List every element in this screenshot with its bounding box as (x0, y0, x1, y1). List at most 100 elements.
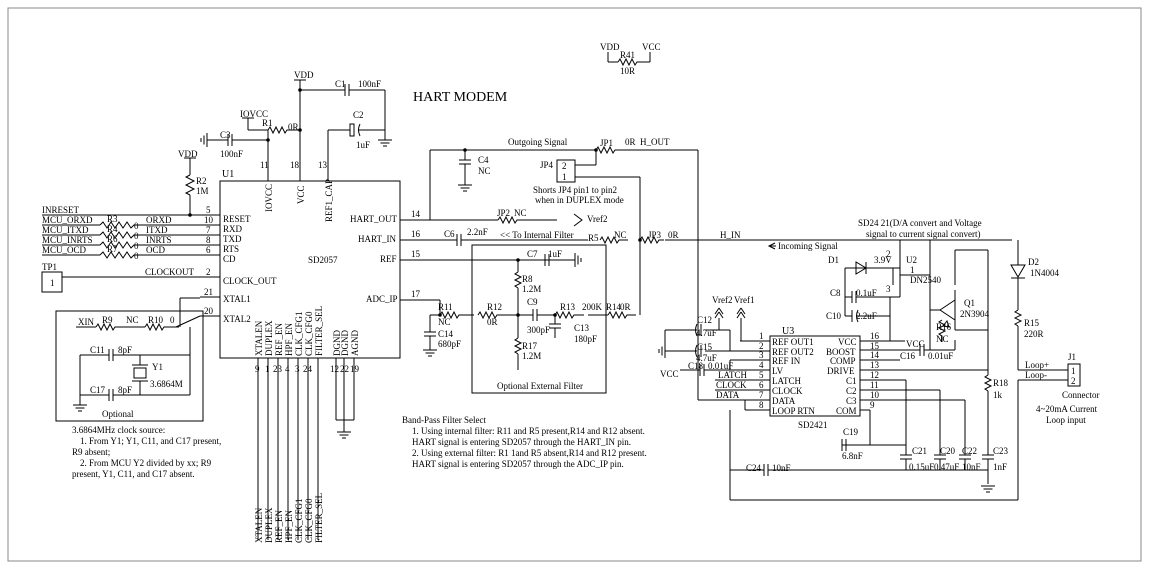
u1-pin-label: HART_IN (358, 234, 396, 244)
jp3-value: 0R (668, 230, 679, 240)
u2-value: DN2540 (910, 275, 941, 285)
net-label: CLK_CFG1 (294, 498, 304, 543)
net-label: Loop- (1025, 370, 1047, 380)
c22-value: 10nF (962, 462, 981, 472)
u3-pin-label: REF IN (772, 356, 801, 366)
c20-value: 0.47uF (934, 462, 959, 472)
net-label: MCU_ORXD (42, 215, 93, 225)
u3-pin-num: 13 (870, 360, 880, 370)
u3-pin-label: REF OUT1 (772, 337, 814, 347)
u3-pin-label: REF OUT2 (772, 347, 814, 357)
r5-value: NC (614, 230, 627, 240)
c1-ref: C1 (335, 79, 346, 89)
u3-name: SD2421 (798, 420, 828, 430)
u1-pin-num: 19 (350, 364, 360, 374)
c17-ref: C17 (90, 385, 106, 395)
u3-pin-label: COM (836, 406, 857, 416)
u3-pin-label: LV (772, 366, 784, 376)
u1-pin-num: 13 (318, 160, 328, 170)
d1-ref: D1 (828, 255, 839, 265)
j1-pin: 2 (1071, 376, 1076, 386)
c9-ref: C9 (527, 297, 538, 307)
u3-pin-num: 2 (759, 341, 764, 351)
u3-pin-label: DRIVE (827, 366, 855, 376)
u1-pin-num: 7 (206, 225, 211, 235)
net-label: Vref2 (712, 295, 732, 305)
q1-ref: Q1 (964, 298, 975, 308)
u3-pin-label: C1 (846, 376, 857, 386)
c23-ref: C23 (993, 446, 1009, 456)
net-label: FILTER_SEL (314, 493, 324, 543)
c23-value: 1nF (993, 462, 1007, 472)
u3-pin-num: 9 (870, 400, 875, 410)
net-label: LATCH (718, 370, 748, 380)
net-label: INRTS (146, 235, 171, 245)
u1-pin-label: REF1_CAP (324, 179, 334, 222)
u2-pin: 2 (886, 249, 891, 259)
r11-ref: R11 (438, 302, 453, 312)
loop-input-label: 4~20mA Current (1036, 404, 1098, 414)
r14-ref: R14 (606, 302, 622, 312)
net-label: HPF_EN (284, 509, 294, 543)
note-line: 3.6864MHz clock source: (72, 425, 165, 435)
u1-pin-label: CD (223, 254, 236, 264)
u1-pin-label: FILTER_SEL (314, 306, 324, 356)
note-line: HART signal is entering SD2057 through t… (412, 459, 624, 469)
optional-label: Optional (102, 409, 134, 419)
r6-ref: R6 (107, 234, 118, 244)
u1-pin-num: 11 (260, 160, 269, 170)
r14-value: 0R (620, 302, 631, 312)
u3-pin-label: LATCH (772, 376, 802, 386)
u2-ref: U2 (906, 255, 917, 265)
u2-pin: 3 (886, 284, 891, 294)
u1-pin-label: TXD (223, 234, 242, 244)
note-line: present, Y1, C11, and C17 absent. (72, 469, 195, 479)
u1-pin-label: REF (380, 254, 397, 264)
c2-value: 1uF (356, 140, 370, 150)
u1-pin-label: DUPLEX (264, 320, 274, 356)
c2-ref: C2 (353, 110, 364, 120)
note-line: 1. From Y1; Y1, C11, and C17 present, (80, 436, 221, 446)
r3-value: 0 (134, 221, 139, 231)
sheet-border (7, 7, 1142, 562)
net-label: H_OUT (640, 137, 670, 147)
schematic-title: HART MODEM (413, 90, 508, 105)
r4-ref: R4 (107, 224, 118, 234)
j1-label: Connector (1062, 390, 1100, 400)
c15-value: 4.7uF (696, 353, 717, 363)
outgoing-label: Outgoing Signal (508, 137, 568, 147)
external-filter: Optional External Filter C7 1uF R8 1.2M … (422, 244, 636, 394)
u1-pin-num: 9 (255, 364, 260, 374)
loop-input-label: Loop input (1046, 415, 1086, 425)
j1-ref: J1 (1068, 352, 1076, 362)
u1-pin-num: 4 (285, 364, 290, 374)
u3-pin-num: 8 (759, 400, 764, 410)
c12-value: 4.7uF (696, 328, 717, 338)
net-label: XIN (78, 317, 94, 327)
crystal-section: Optional XIN R9 NC R10 0 Y1 3.6864M (55, 297, 204, 422)
vdd-label: VDD (294, 70, 314, 80)
u1-pin-label: IOVCC (264, 184, 274, 212)
jp2-value: NC (514, 208, 527, 218)
tp1-testpoint: 1 TP1 CLOCKOUT (41, 262, 200, 293)
r18-value: 1k (993, 390, 1003, 400)
u1-pin-num: 10 (204, 215, 214, 225)
net-label: MCU_ITXD (42, 225, 89, 235)
u1-pin-num: 3 (295, 364, 300, 374)
iovcc-label: IOVCC (240, 109, 268, 119)
power-section: VDD R2 1M C3 100nF IOVCC R1 0R VDD C1 (178, 70, 393, 217)
u3-pin-num: 12 (870, 370, 879, 380)
u3-pin-num: 5 (759, 370, 764, 380)
c16-value: 0.01uF (928, 351, 953, 361)
r15-ref: R15 (1024, 318, 1040, 328)
u3-pin-num: 7 (759, 390, 764, 400)
lower-caps: C24 10nF C19 6.8nF C21 0.15uF C20 0.47uF… (729, 380, 1018, 501)
clock-source-note: 3.6864MHz clock source: 1. From Y1; Y1, … (72, 425, 221, 479)
mcu-signals: INRESET MCU_ORXD MCU_ITXD MCU_INRTS MCU_… (42, 205, 200, 261)
jp2-ref: JP2 (497, 208, 510, 218)
net-label: MCU_OCD (42, 245, 87, 255)
u1-pin-num: 16 (411, 229, 421, 239)
c8-value: 0.1uF (856, 288, 877, 298)
note-line: R9 absent; (72, 447, 110, 457)
u1-pin-num: 5 (206, 205, 211, 215)
